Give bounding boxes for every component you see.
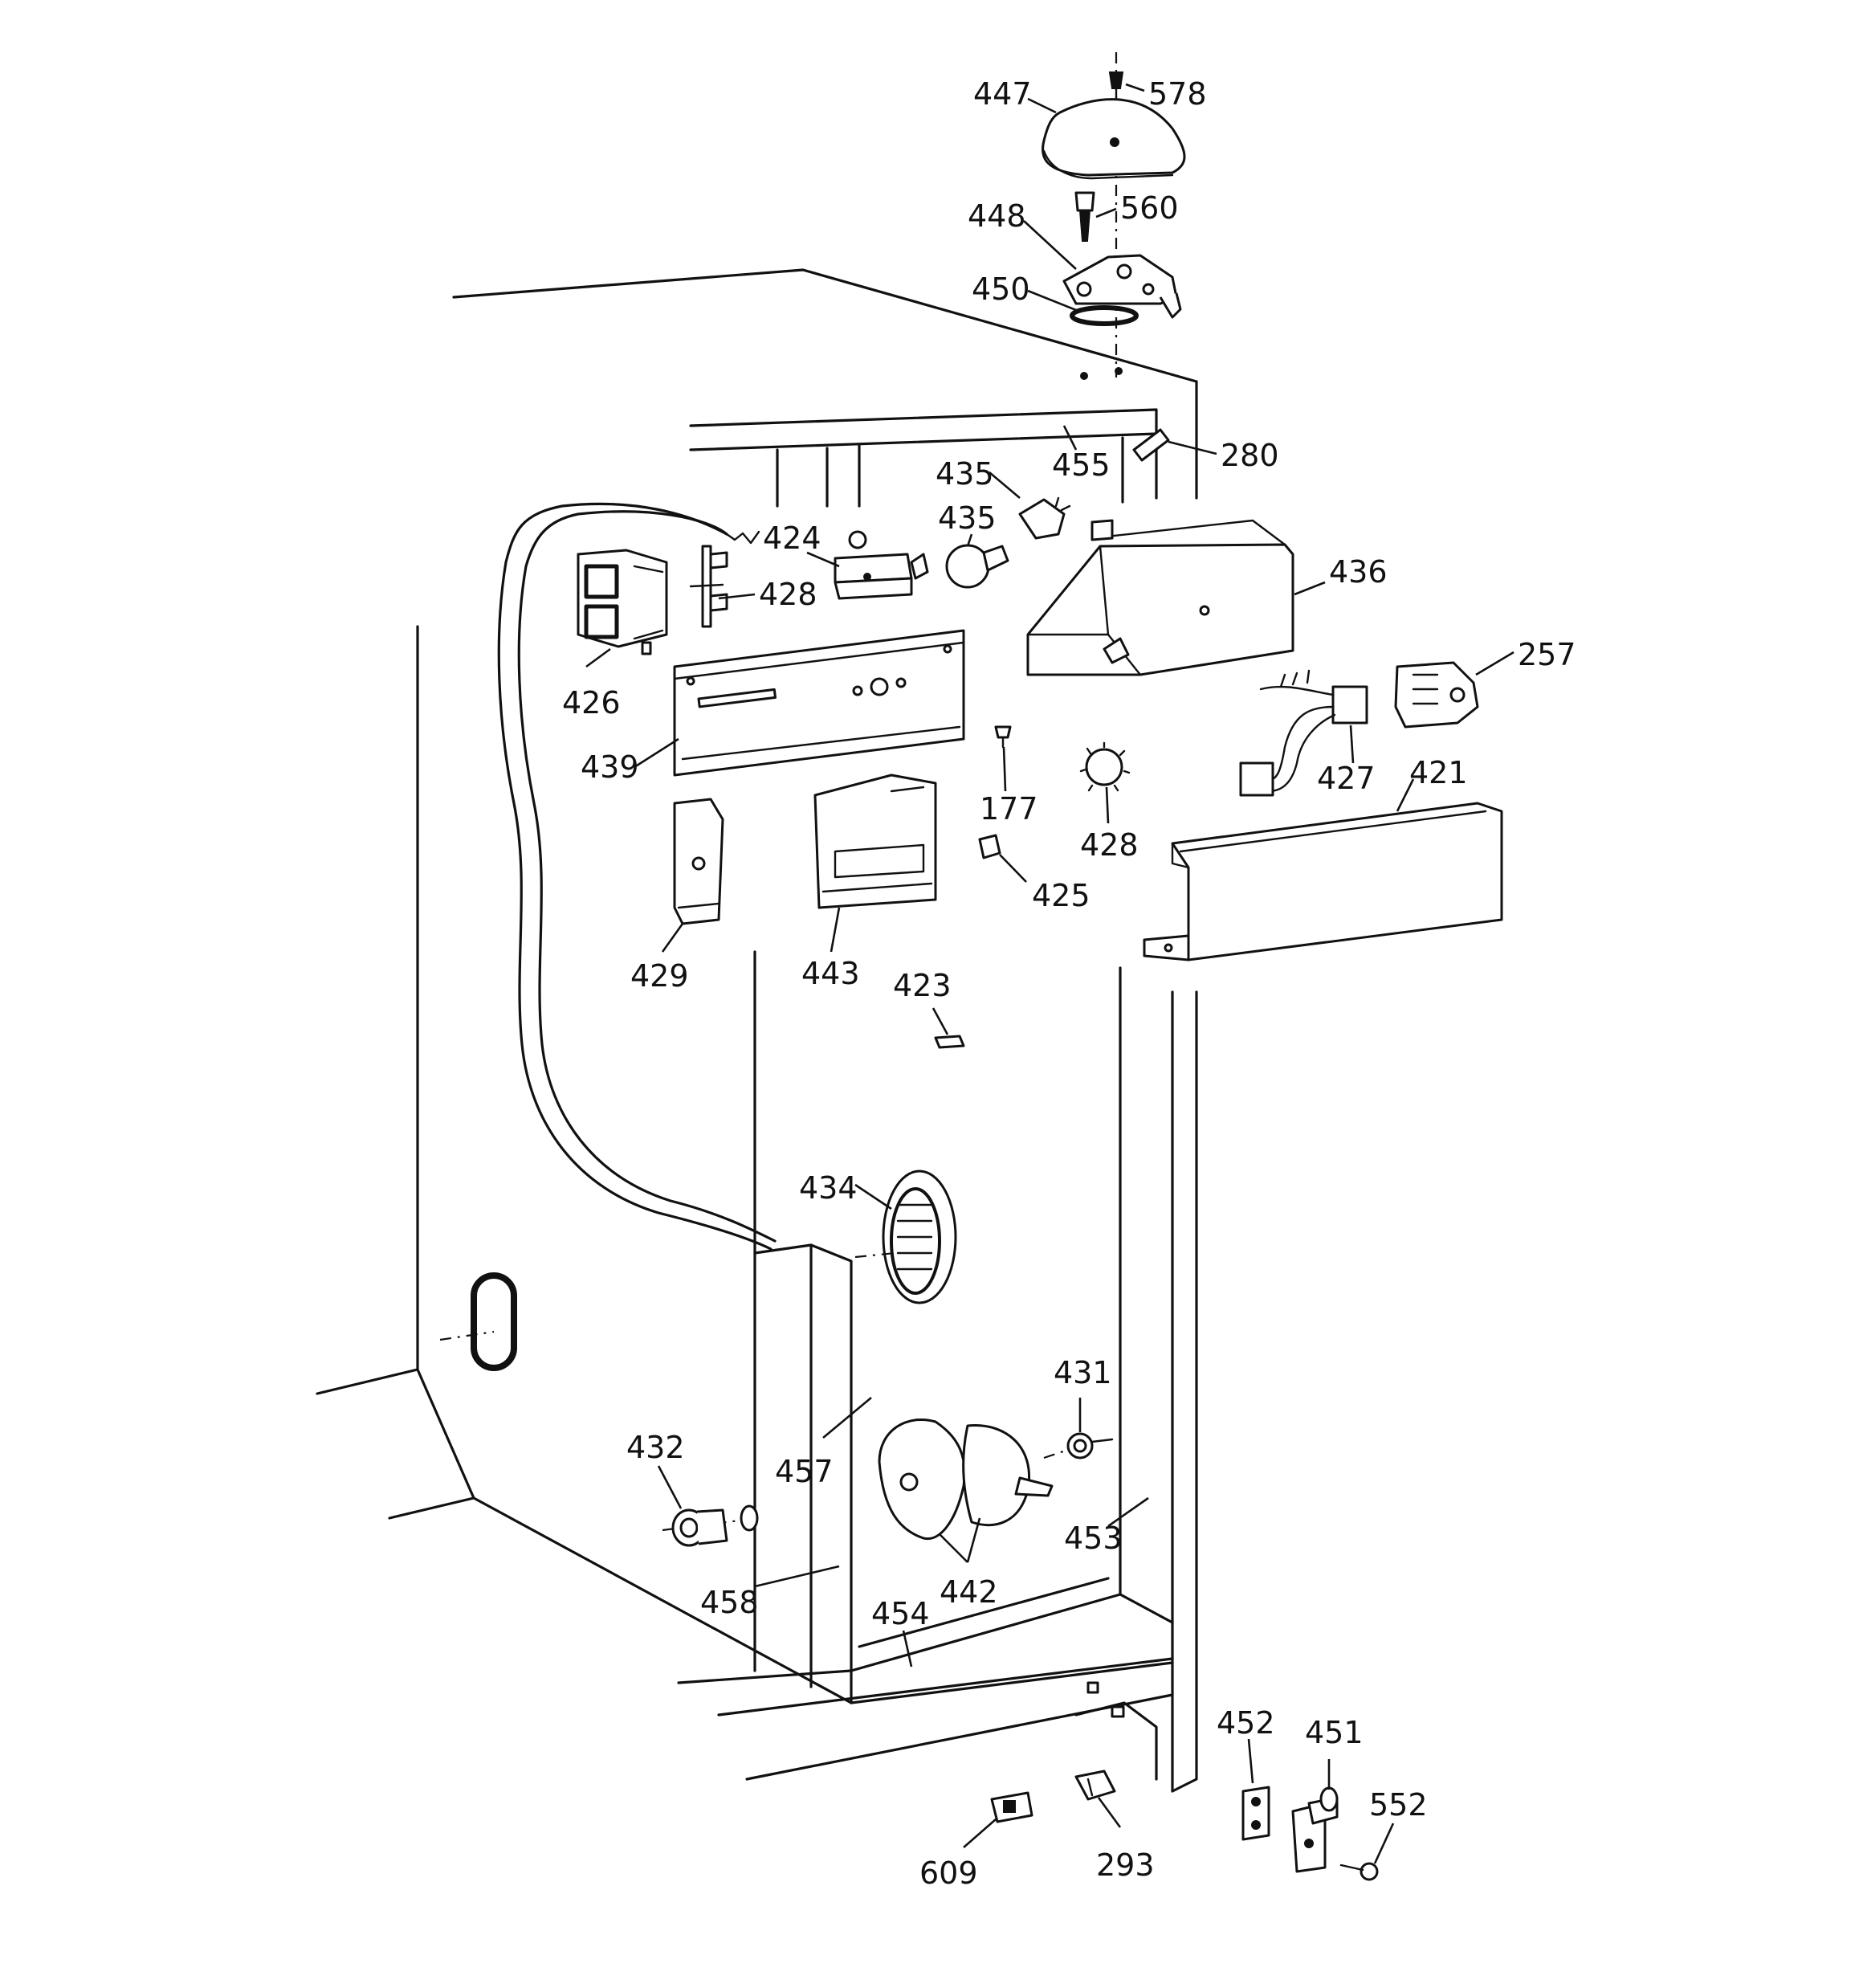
label-429: 429 <box>630 958 689 994</box>
part-435-bulb <box>945 544 1009 589</box>
label-428-gear: 428 <box>1080 827 1139 863</box>
part-552-screw <box>1339 1862 1379 1881</box>
label-454: 454 <box>871 1596 930 1631</box>
top-hinge-assembly <box>1042 52 1186 380</box>
label-457: 457 <box>775 1454 834 1489</box>
label-436: 436 <box>1329 554 1388 590</box>
part-451-bottom-hinge <box>1291 1786 1339 1873</box>
part-423-pin <box>934 1035 965 1049</box>
part-177-screw <box>994 725 1012 749</box>
label-452: 452 <box>1217 1705 1275 1741</box>
cabinet-outline <box>316 268 1198 1793</box>
label-426: 426 <box>562 685 621 720</box>
label-431: 431 <box>1054 1355 1112 1390</box>
label-427: 427 <box>1317 761 1376 796</box>
part-428-gear <box>1079 741 1131 792</box>
label-453: 453 <box>1064 1521 1123 1556</box>
part-435-socket <box>1018 496 1071 540</box>
part-428-upper-bracket <box>689 545 728 628</box>
label-257: 257 <box>1518 637 1576 672</box>
label-428-upper: 428 <box>759 577 817 612</box>
leader-lines <box>585 83 1514 1864</box>
label-425: 425 <box>1032 878 1090 913</box>
part-280-shape <box>1132 428 1170 462</box>
label-432: 432 <box>626 1430 685 1465</box>
part-421-channel <box>1143 802 1503 961</box>
part-257-timer <box>1394 661 1479 729</box>
part-436-control-box <box>1026 519 1294 676</box>
label-552: 552 <box>1369 1787 1428 1823</box>
part-427-wire-harness <box>1239 669 1368 797</box>
label-609: 609 <box>919 1855 978 1891</box>
part-609-bracket <box>990 1791 1033 1823</box>
part-431-bushing <box>1066 1432 1114 1459</box>
label-450: 450 <box>972 271 1030 307</box>
label-578: 578 <box>1148 76 1207 112</box>
part-293-hinge <box>1074 1770 1116 1801</box>
part-429-bracket <box>673 798 724 925</box>
label-421: 421 <box>1409 755 1468 790</box>
label-560: 560 <box>1120 190 1179 226</box>
part-452-plate <box>1241 1786 1270 1841</box>
label-280: 280 <box>1221 438 1279 473</box>
part-439-rail <box>673 629 965 777</box>
part-426-housing <box>577 549 668 655</box>
part-442-cam-assembly <box>878 1418 1069 1541</box>
part-424-switch <box>834 530 929 600</box>
cutaway-edge <box>497 502 773 1251</box>
label-451: 451 <box>1305 1715 1364 1750</box>
label-443: 443 <box>801 956 860 991</box>
label-458: 458 <box>700 1585 759 1620</box>
label-455: 455 <box>1052 447 1111 483</box>
part-432-pin <box>662 1504 760 1547</box>
label-424: 424 <box>763 520 821 556</box>
label-442: 442 <box>940 1574 998 1610</box>
side-vent-oval <box>439 1272 517 1371</box>
label-435-socket: 435 <box>936 456 994 492</box>
part-labels: 578 447 560 448 450 280 455 435 435 424 … <box>562 76 1576 1891</box>
part-425-block <box>978 834 1001 859</box>
label-423: 423 <box>893 968 952 1003</box>
label-434: 434 <box>799 1170 858 1206</box>
label-447: 447 <box>973 76 1032 112</box>
label-177: 177 <box>980 791 1038 827</box>
label-448: 448 <box>968 198 1026 234</box>
part-434-grille <box>854 1170 957 1304</box>
label-293: 293 <box>1096 1847 1155 1883</box>
label-439: 439 <box>581 749 639 785</box>
label-435-bulb: 435 <box>938 500 997 536</box>
part-443-bracket <box>813 774 937 909</box>
